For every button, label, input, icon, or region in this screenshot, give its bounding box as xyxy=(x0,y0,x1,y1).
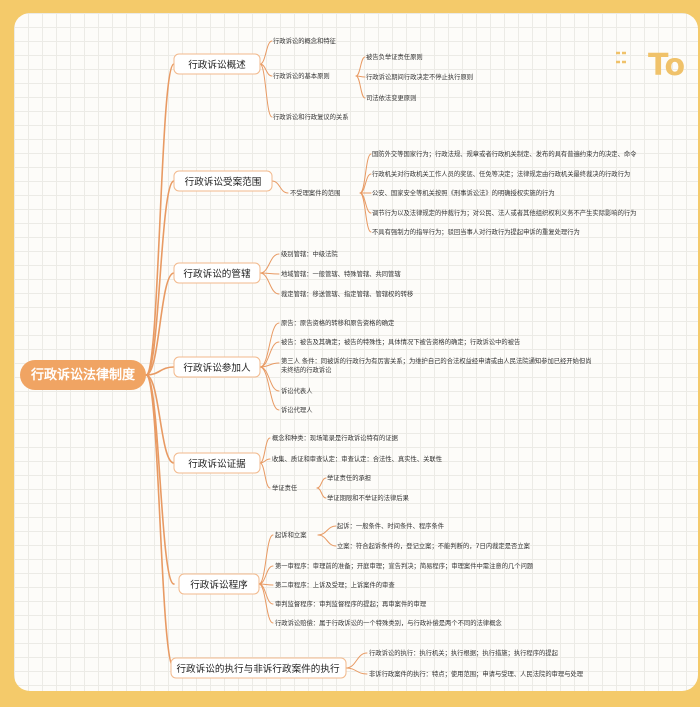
node-execution-item: 行政诉讼的执行：执行机关；执行根据；执行措施；执行程序的提起 xyxy=(369,648,559,657)
node-agent: 诉讼代理人 xyxy=(281,405,313,414)
node-filing-item: 起诉：一般条件、时间条件、程序条件 xyxy=(337,521,444,530)
connector-line xyxy=(317,534,337,547)
connector-line xyxy=(145,366,175,376)
connector-line xyxy=(359,173,372,194)
node-evidence-types: 概念和种类：现场笔录是行政诉讼特有的证据 xyxy=(272,433,399,442)
node-evidence-review: 收集、质证和审查认定：审查认定：合法性、真实性、关联性 xyxy=(272,454,442,463)
node-third-party-cont: 未终结的行政诉讼 xyxy=(281,365,332,374)
node-excluded-item: 行政机关对行政机关工作人员的奖惩、任免等决定；法律规定由行政机关最终裁决的行政行… xyxy=(372,169,630,178)
node-principle: 行政诉讼期间行政决定不停止执行原则 xyxy=(366,72,473,81)
node-excluded-item: 调节行为以及法律规定的仲裁行为；对公民、法人或者其他组织权利义务不产生实际影响的… xyxy=(372,208,636,217)
connector-line xyxy=(355,75,366,99)
branch-node-execution[interactable]: 行政诉讼的执行与非诉行政案件的执行 xyxy=(170,657,347,679)
branch-label: 行政诉讼概述 xyxy=(188,59,246,71)
mindmap-svg: To 行政诉讼法律制度 行政诉讼概述 行政诉讼受案范围 行政诉讼的管辖 行政诉讼… xyxy=(20,36,685,679)
connector-line xyxy=(316,487,327,499)
node-burden-of-proof: 举证责任 xyxy=(272,483,298,492)
logo: To xyxy=(616,48,685,83)
connector-line xyxy=(145,63,175,376)
connector-line xyxy=(359,192,372,233)
root-node[interactable]: 行政诉讼法律制度 xyxy=(20,360,146,390)
node-level-jurisdiction: 级别管辖：中级法院 xyxy=(281,249,338,258)
node-area-jurisdiction: 地域管辖：一般管辖、特殊管辖、共同管辖 xyxy=(281,269,401,278)
node-concept: 行政诉讼的概念和特征 xyxy=(273,36,337,45)
connector-line xyxy=(259,63,273,118)
node-excluded-item: 公安、国家安全等机关按照《刑事诉讼法》的明确授权实施的行为 xyxy=(372,188,555,197)
branch-label: 行政诉讼参加人 xyxy=(183,362,251,374)
branch-label: 行政诉讼受案范围 xyxy=(185,176,262,188)
connector-line xyxy=(359,153,372,194)
connector-line xyxy=(259,437,271,464)
node-supervision: 审判监督程序：审判监督程序的提起；再审案件的审理 xyxy=(275,599,427,608)
root-node-bg xyxy=(20,360,146,390)
connector-line xyxy=(258,583,274,624)
node-burden-item: 举证期限和不举证的法律后果 xyxy=(327,493,410,502)
node-excluded-item: 不具有强制力的指导行为；驳回当事人对行政行为提起申诉的重复处理行为 xyxy=(372,227,580,236)
connector-line xyxy=(259,362,280,368)
connector-line xyxy=(259,341,280,368)
node-burden-item: 举证责任的承担 xyxy=(327,473,371,482)
node-execution-item: 非诉行政案件的执行：特点；使用范围；申请与受理、人民法院的审理与处理 xyxy=(369,669,584,678)
root-label: 行政诉讼法律制度 xyxy=(30,367,136,383)
connector-line xyxy=(259,272,280,295)
connector-line xyxy=(317,525,337,536)
branch-node-participants[interactable]: 行政诉讼参加人 xyxy=(173,356,261,378)
branch-label: 行政诉讼程序 xyxy=(190,579,248,591)
node-principle: 被告负举证责任原则 xyxy=(366,52,423,61)
branch-node-procedure[interactable]: 行政诉讼程序 xyxy=(178,573,260,595)
node-relationship: 行政诉讼和行政复议的关系 xyxy=(273,112,349,121)
connector-line xyxy=(145,180,175,376)
node-compensation: 行政诉讼赔偿：属于行政诉讼的一个特殊类别，与行政补偿是两个不同的法律概念 xyxy=(275,618,502,627)
connector-line xyxy=(145,374,175,669)
node-principle: 司法依法变更原则 xyxy=(366,93,416,102)
connector-line xyxy=(355,56,366,77)
branch-node-jurisdiction[interactable]: 行政诉讼的管辖 xyxy=(173,262,261,284)
connector-line xyxy=(259,322,280,368)
connector-line xyxy=(316,477,327,489)
node-defendant: 被告：被告及其确定；被告的特殊性；具体情况下被告资格的确定；行政诉讼中的被告 xyxy=(281,337,520,346)
equals-icon xyxy=(616,51,628,64)
connector-line xyxy=(259,462,271,489)
branch-node-scope[interactable]: 行政诉讼受案范围 xyxy=(173,170,273,192)
node-excluded-scope: 不受理案件的范围 xyxy=(290,188,340,197)
connector-line xyxy=(259,458,271,464)
logo-text: To xyxy=(648,48,685,83)
node-plaintiff: 原告：原告资格的转移和原告资格的确定 xyxy=(281,318,395,327)
connector-line xyxy=(145,272,175,376)
node-excluded-item: 国防外交等国家行为；行政法规、规章或者行政机关制定、发布的具有普遍约束力的决定、… xyxy=(372,149,637,158)
branch-label: 行政诉讼的管辖 xyxy=(183,268,251,280)
connector-line xyxy=(271,180,289,194)
node-representative: 诉讼代表人 xyxy=(281,386,313,395)
node-first-instance: 第一审程序：审理前的准备；开庭审理；宣告判决；简易程序；审理案件中需注意的几个问… xyxy=(275,561,534,570)
connector-line xyxy=(145,374,175,585)
node-ruling-jurisdiction: 裁定管辖：移送管辖、指定管辖、管辖权的转移 xyxy=(281,289,414,298)
branch-node-evidence[interactable]: 行政诉讼证据 xyxy=(173,452,261,474)
connector-line xyxy=(258,565,274,585)
connector-line xyxy=(258,534,274,585)
node-filing: 起诉和立案 xyxy=(275,530,307,539)
branch-label: 行政诉讼的执行与非诉行政案件的执行 xyxy=(176,663,339,675)
node-filing-item: 立案：符合起诉条件的，登记立案；不能判断的，7日内裁定是否立案 xyxy=(337,541,531,550)
mindmap-canvas: To 行政诉讼法律制度 行政诉讼概述 行政诉讼受案范围 行政诉讼的管辖 行政诉讼… xyxy=(14,13,698,691)
branch-node-overview[interactable]: 行政诉讼概述 xyxy=(173,53,261,75)
node-basic-principles: 行政诉讼的基本原则 xyxy=(273,71,330,80)
connector-line xyxy=(345,652,368,669)
node-third-party: 第三人 条件：同被诉的行政行为有厉害关系；为维护自己的合法权益经申请或由人民法院… xyxy=(281,356,592,365)
node-second-instance: 第二审程序：上诉及受理；上诉案件的审查 xyxy=(275,580,395,589)
connector-line xyxy=(259,366,280,411)
branch-label: 行政诉讼证据 xyxy=(188,458,246,470)
connector-line xyxy=(145,374,175,464)
connector-line xyxy=(345,667,368,675)
connector-line xyxy=(259,253,280,274)
connector-line xyxy=(259,40,273,65)
